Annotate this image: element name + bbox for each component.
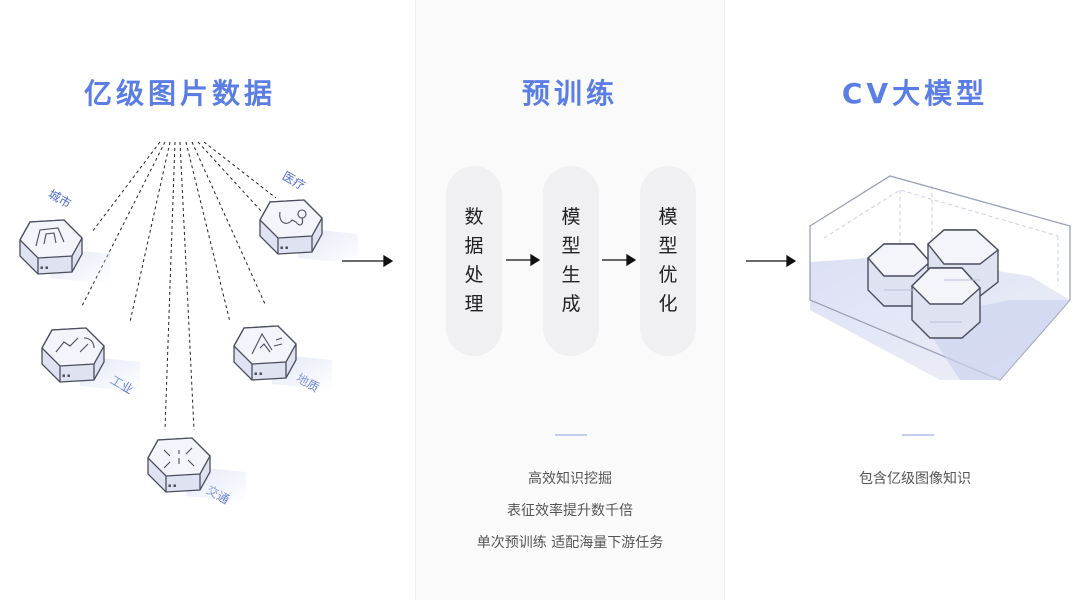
pipeline-step-label: 数据处理 [464, 206, 484, 315]
medical-icon: ▪ ▪ [259, 199, 358, 264]
divider [902, 434, 934, 436]
svg-text:▪ ▪: ▪ ▪ [254, 371, 262, 377]
pretrain-desc-line: 高效知识挖掘 [528, 471, 612, 487]
divider [555, 434, 587, 436]
pipeline-step-data-processing: 数据处理 [446, 166, 502, 356]
svg-text:▪ ▪: ▪ ▪ [280, 245, 288, 251]
pipeline-step-label: 模型优化 [658, 206, 678, 315]
svg-text:▪ ▪: ▪ ▪ [40, 265, 48, 271]
data-section-title: 亿级图片数据 [83, 77, 276, 110]
data-sources-diagram [81, 141, 277, 431]
svg-text:▪ ▪: ▪ ▪ [168, 483, 176, 489]
pretrain-desc-line: 表征效率提升数千倍 [507, 503, 633, 519]
arrow-head [530, 253, 541, 267]
pipeline-step-label: 模型生成 [561, 206, 581, 315]
pretrain-section-title: 预训练 [521, 77, 618, 110]
model-section-title: CV大模型 [841, 77, 989, 110]
arrow-head [786, 254, 797, 268]
pipeline-step-model-generation: 模型生成 [543, 166, 599, 356]
device-tiles: ▪ ▪ ▪ ▪ ▪ ▪ ▪ ▪ ▪ ▪ [19, 199, 358, 502]
dashed-rays [81, 141, 277, 431]
model-desc: 包含亿级图像知识 [859, 471, 971, 487]
geology-icon: ▪ ▪ [233, 325, 332, 390]
city-icon: ▪ ▪ [19, 219, 110, 284]
industry-icon: ▪ ▪ [41, 327, 140, 392]
traffic-icon: ▪ ▪ [147, 437, 246, 502]
pretrain-desc-line: 单次预训练 适配海量下游任务 [476, 535, 664, 551]
svg-text:▪ ▪: ▪ ▪ [62, 373, 70, 379]
pipeline-step-model-optimization: 模型优化 [640, 166, 696, 356]
arrow-head [383, 254, 394, 268]
arrow-head [626, 253, 637, 267]
